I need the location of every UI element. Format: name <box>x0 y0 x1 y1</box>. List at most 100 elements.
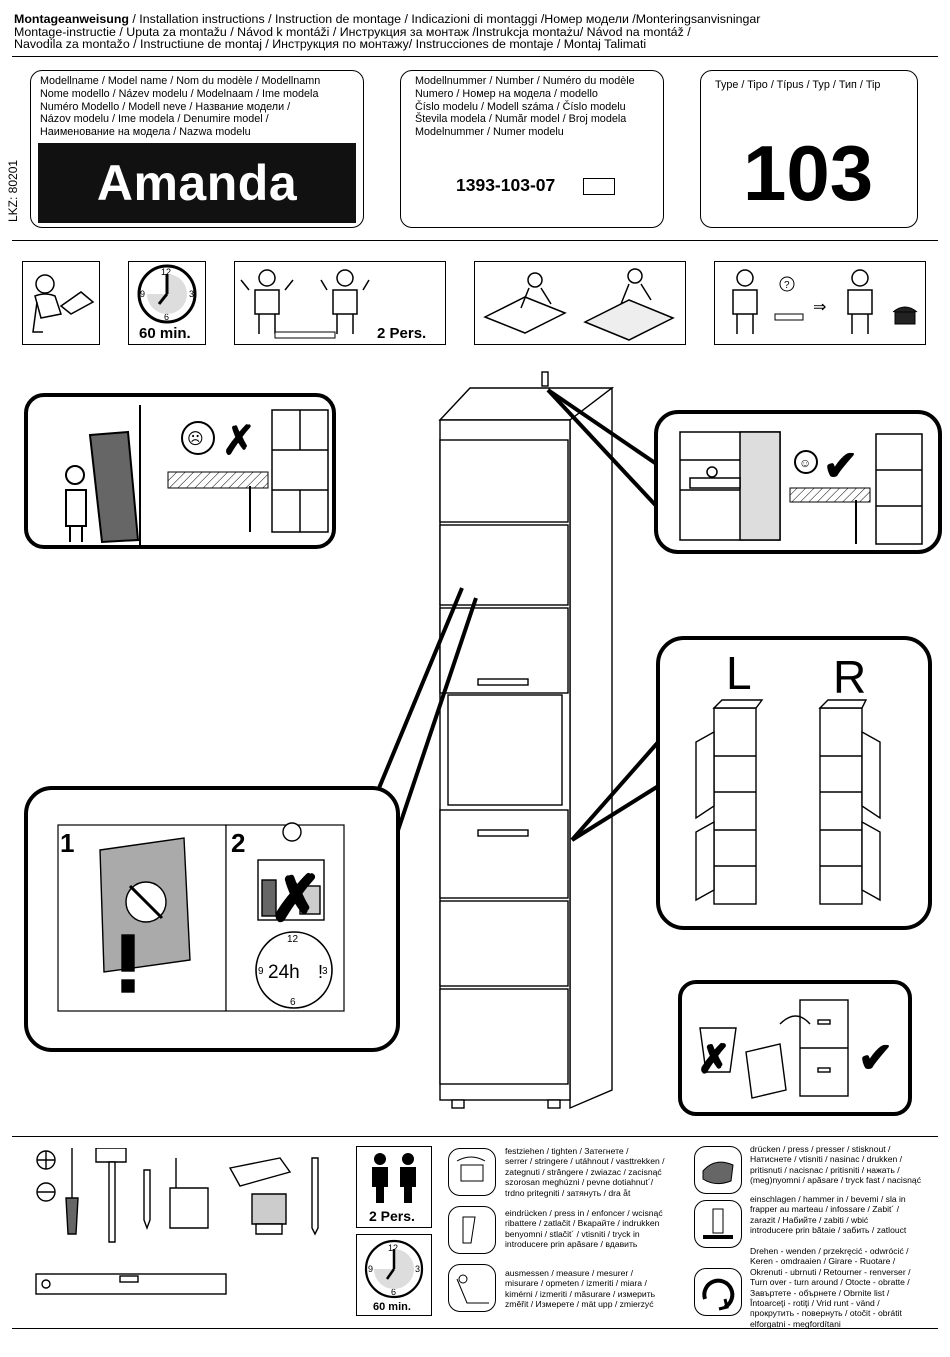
right-hinged-cabinet-icon <box>818 699 881 905</box>
tighten-icon <box>448 1148 496 1196</box>
legend-line: Натиснете / vtisniti / nasinac / drukken… <box>750 1154 903 1165</box>
clock-24h-number: 9 <box>258 966 264 977</box>
wall-bricks-icon <box>271 409 329 533</box>
protect-floor-icon <box>483 268 675 341</box>
model-name-label-line: Наименование на модела / Nazwa modelu <box>40 126 251 139</box>
glass-step-2: 2 <box>231 828 246 858</box>
wall-bricks-icon <box>875 433 923 545</box>
wall-fixing-wrong-callout: ☹ ✗ <box>24 393 336 549</box>
drill-bit-icon <box>311 1157 319 1236</box>
clock-24h-number: 3 <box>322 966 328 977</box>
legend-line: frapper au marteau / infossare / Zabit´ … <box>750 1204 900 1215</box>
clock-24h-text: 24h <box>268 962 300 983</box>
model-number-label-line: Číslo modelu / Modell száma / Číslo mode… <box>415 100 626 113</box>
legend-line: introducere prin bătaie / забить / zatlo… <box>750 1225 907 1236</box>
tools-illustration <box>35 1148 319 1295</box>
svg-text:3: 3 <box>189 289 194 299</box>
press-in-legend: eindrücken / press in / enfoncer / wcisn… <box>505 1208 695 1250</box>
clock-24h-number: 12 <box>287 934 299 945</box>
clock-number: 6 <box>391 1287 396 1297</box>
model-name-labels: Modellname / Model name / Nom du modèle … <box>40 75 360 139</box>
model-name-label-line: Modellname / Model name / Nom du modèle … <box>40 75 321 87</box>
bottom-two-persons-box: 2 Pers. <box>356 1146 432 1228</box>
two-persons-label: 2 Pers. <box>377 325 427 342</box>
legend-line: einschlagen / hammer in / bevemi / sla i… <box>750 1194 906 1204</box>
legend-line: Завъртете - обърнете / Obrnite list / <box>750 1287 890 1298</box>
turn-over-icon <box>694 1268 742 1316</box>
help-contact-icon: ? ⇒ <box>732 269 918 334</box>
legend-line: прокрутить - повернуть / otočit - obráti… <box>750 1308 902 1319</box>
model-number-value: 1393-103-07 <box>456 175 556 195</box>
model-number-label-line: Modelnummer / Numer modelu <box>415 126 564 139</box>
header-title: Montageanweisung <box>14 12 129 26</box>
press-icon <box>694 1146 742 1194</box>
legend-line: Keren - omdraaien / Girare - Ruotare / <box>750 1256 896 1267</box>
glass-step-1: 1 <box>60 828 75 858</box>
model-name-box: Modellname / Model name / Nom du modèle … <box>30 70 364 228</box>
header-divider <box>12 56 938 57</box>
hammer-icon <box>95 1148 127 1243</box>
legend-line: pritisnuti / nacisnac / pritisniti / наж… <box>750 1164 900 1175</box>
legend-line: trdno pritegniti / затянуть / dra åt <box>505 1187 631 1198</box>
clock-number: 9 <box>368 1264 373 1274</box>
time-box: 12 3 6 9 60 min. <box>128 261 206 345</box>
happy-face-icon <box>794 450 818 474</box>
model-name-value: Amanda <box>38 143 356 223</box>
header-line1: / Installation instructions / Instructio… <box>128 12 761 26</box>
section-divider <box>12 240 938 241</box>
model-number-checkbox <box>583 178 615 195</box>
cross-icon: ✗ <box>222 419 256 463</box>
work-surface-box <box>474 261 686 345</box>
checkmark-icon: ✔ <box>823 442 858 489</box>
measure-legend: ausmessen / measure / mesurer / misurare… <box>505 1268 695 1310</box>
legend-line: kimérni / izmeriti / măsurare / измерить <box>505 1288 656 1299</box>
svg-text:⇒: ⇒ <box>813 299 826 316</box>
warning-exclamation-icon: ! <box>318 962 323 982</box>
type-value: 103 <box>743 129 874 217</box>
warning-exclamation-icon <box>121 934 135 972</box>
clock-icon: 12 3 6 9 <box>364 1239 424 1299</box>
model-name-label-line: Názov modelu / Ime modela / Denumire mod… <box>40 113 269 126</box>
svg-text:12: 12 <box>161 267 171 277</box>
turn-legend: Drehen - wenden / przekręcić - odwrócić … <box>750 1246 946 1329</box>
header-line3: Navodila za montažo / Instructiune de mo… <box>14 37 647 51</box>
no-cleaning-agents-icon: ✗ <box>257 822 325 935</box>
legend-line: drücken / press / presser / stisknout / <box>750 1144 891 1154</box>
pencil-icon <box>143 1169 151 1230</box>
legend-line: elforgatni - megfordítani <box>750 1318 841 1329</box>
trash-bin-icon: ✗ <box>697 1027 737 1082</box>
right-variant-label: R <box>833 651 867 703</box>
slotted-screw-icon <box>36 1182 56 1202</box>
screwdriver-icon <box>65 1148 79 1235</box>
spirit-level-icon <box>35 1273 227 1295</box>
cabinet-drawing <box>438 371 615 1110</box>
clock-icon: 12 3 6 9 <box>137 264 197 324</box>
two-persons-icon <box>372 1153 416 1203</box>
tighten-legend: festziehen / tighten / Затегнете / serre… <box>505 1146 695 1198</box>
two-persons-icon <box>240 269 370 339</box>
type-label: Type / Tipo / Típus / Typ / Тип / Tip <box>715 79 881 91</box>
measuring-tape-icon <box>169 1158 209 1229</box>
clock-24h-icon: 12 3 6 9 24h ! <box>255 931 333 1009</box>
bottom-time-label: 60 min. <box>373 1301 411 1313</box>
legend-line: szorosan meghúzni / pevne dotiahnut´/ <box>505 1177 654 1188</box>
sad-face-icon <box>181 421 215 455</box>
legend-line: (meg)nyomni / apăsare / tryck fast / nac… <box>750 1175 921 1186</box>
footer-divider <box>12 1328 938 1329</box>
keep-instructions-callout: ✗ ✔ <box>678 980 912 1116</box>
model-name-label-line: Numéro Modello / Modell neve / Название … <box>40 100 291 113</box>
legend-line: introducere prin apăsare / вдавить <box>505 1239 638 1250</box>
left-hinged-cabinet-icon <box>695 699 764 905</box>
legend-line: Întoarceţi - rotiţi / Vrid runt - vänd / <box>750 1298 880 1309</box>
wall-fixing-correct-callout: ☺ ✔ <box>546 388 942 554</box>
legend-line: misurare / opmeten / izmeriti / miara / <box>505 1278 647 1289</box>
legend-line: změřit / Измерете / mät upp / zmierzyć <box>505 1299 654 1310</box>
legend-line: zategnuti / strângere / zwiazac / zacisn… <box>505 1166 662 1177</box>
legend-line: serrer / stringere / utáhnout / vasttrek… <box>505 1156 665 1167</box>
svg-text:✗: ✗ <box>270 865 322 934</box>
main-illustration: ☹ ✗ ☺ ✔ <box>24 371 942 1116</box>
sad-face-icon <box>282 822 302 842</box>
legend-line: Turn over - turn around / Otocte - obrat… <box>750 1277 910 1288</box>
bottom-time-box: 12 3 6 9 60 min. <box>356 1234 432 1316</box>
two-persons-box: 2 Pers. <box>234 261 446 345</box>
